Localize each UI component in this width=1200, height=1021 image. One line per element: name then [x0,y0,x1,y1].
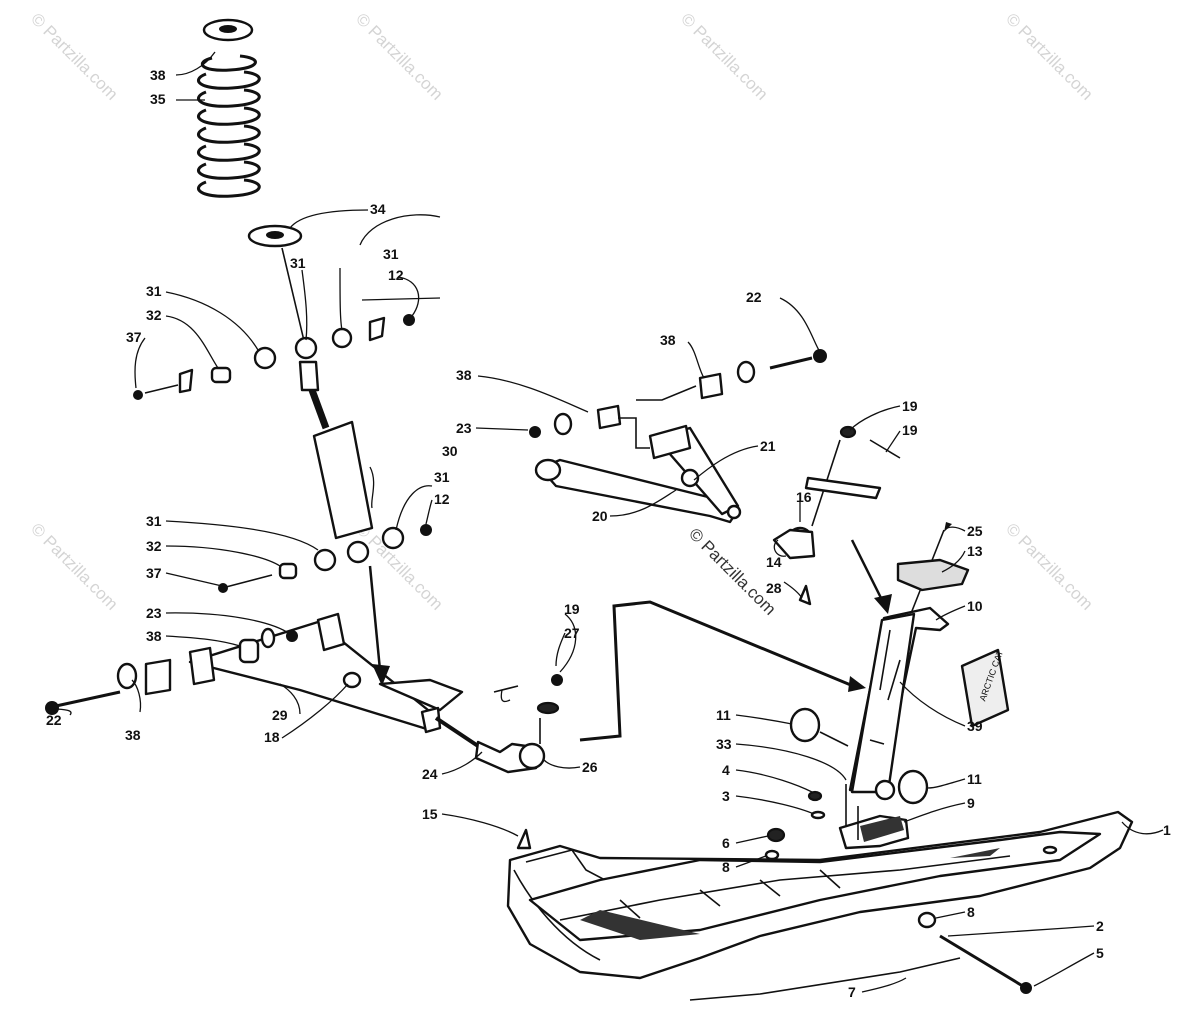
callout-26: 26 [582,759,598,775]
watermark-4: © Partzilla.com [1002,9,1096,103]
upper-shock-hardware [133,314,415,400]
watermark-center: © Partzilla.com [685,524,779,618]
lower-a-arm [45,612,464,734]
callout-31-e: 31 [146,513,162,529]
callout-7: 7 [848,984,856,1000]
callout-3: 3 [722,788,730,804]
callout-5: 5 [1096,945,1104,961]
callout-8-b: 8 [967,904,975,920]
callout-6: 6 [722,835,730,851]
callout-16: 16 [796,489,812,505]
callout-8-a: 8 [722,859,730,875]
upper-a-arm [534,424,742,524]
callout-12-b: 12 [434,491,450,507]
callout-22-a: 22 [46,712,62,728]
callout-10: 10 [967,598,983,614]
callout-33: 33 [716,736,732,752]
arrows [368,539,892,686]
shock-absorber [281,247,374,564]
ski-mount-hardware [764,784,1032,994]
callout-19-b: 19 [564,601,580,617]
callout-24: 24 [422,766,438,782]
callout-38-c: 38 [456,367,472,383]
callout-15: 15 [422,806,438,822]
callout-31-a: 31 [290,255,306,271]
callout-labels: 38 35 34 31 31 12 31 32 37 30 31 12 31 3… [46,67,1171,1000]
tie-rod-ends [434,439,841,850]
callout-12-a: 12 [388,267,404,283]
callout-37-b: 37 [146,565,162,581]
coil-spring [197,18,303,248]
callout-34: 34 [370,201,386,217]
callout-31-d: 31 [434,469,450,485]
callout-38-b: 38 [125,727,141,743]
callout-32-a: 32 [146,307,162,323]
callout-27: 27 [564,625,580,641]
callout-20: 20 [592,508,608,524]
callout-38-d: 38 [660,332,676,348]
steering-bracket [804,425,901,500]
callout-29: 29 [272,707,288,723]
callout-11-b: 11 [967,771,982,787]
watermark-7: © Partzilla.com [1002,519,1096,613]
callout-30: 30 [442,443,458,459]
leader-lines [49,51,1164,993]
callout-25: 25 [967,523,983,539]
callout-35: 35 [150,91,166,107]
watermarks: © Partzilla.com © Partzilla.com © Partzi… [27,9,1096,618]
ski [506,810,1134,1001]
watermark-2: © Partzilla.com [352,9,446,103]
callout-17: 18 [264,729,280,745]
callout-18: 19 [902,398,918,414]
callout-31-c: 31 [146,283,162,299]
callout-38-a: 38 [146,628,162,644]
upper-arm-hardware [529,349,827,449]
callout-11-a: 11 [716,707,731,723]
callout-14: 14 [766,554,782,570]
parts: ARCTIC CAT [45,18,1134,1001]
callout-1: 1 [1163,822,1171,838]
callout-4: 4 [722,762,730,778]
callout-37-a: 37 [126,329,142,345]
callout-19-a: 19 [902,422,918,438]
spindle: ARCTIC CAT [848,522,1010,801]
callout-22-b: 22 [746,289,762,305]
callout-36: 38 [150,67,166,83]
callout-13: 13 [967,543,983,559]
callout-28: 28 [766,580,782,596]
callout-2: 2 [1096,918,1104,934]
callout-21: 21 [760,438,776,454]
bushings [789,707,929,805]
callout-32-b: 32 [146,538,162,554]
callout-23-a: 23 [146,605,162,621]
tie-rod [579,600,866,742]
callout-31-b: 31 [383,246,399,262]
watermark-5: © Partzilla.com [27,519,121,613]
callout-9: 9 [967,795,975,811]
callout-23-b: 23 [456,420,472,436]
watermark-1: © Partzilla.com [27,9,121,103]
callout-39: 39 [967,718,983,734]
watermark-3: © Partzilla.com [677,9,771,103]
